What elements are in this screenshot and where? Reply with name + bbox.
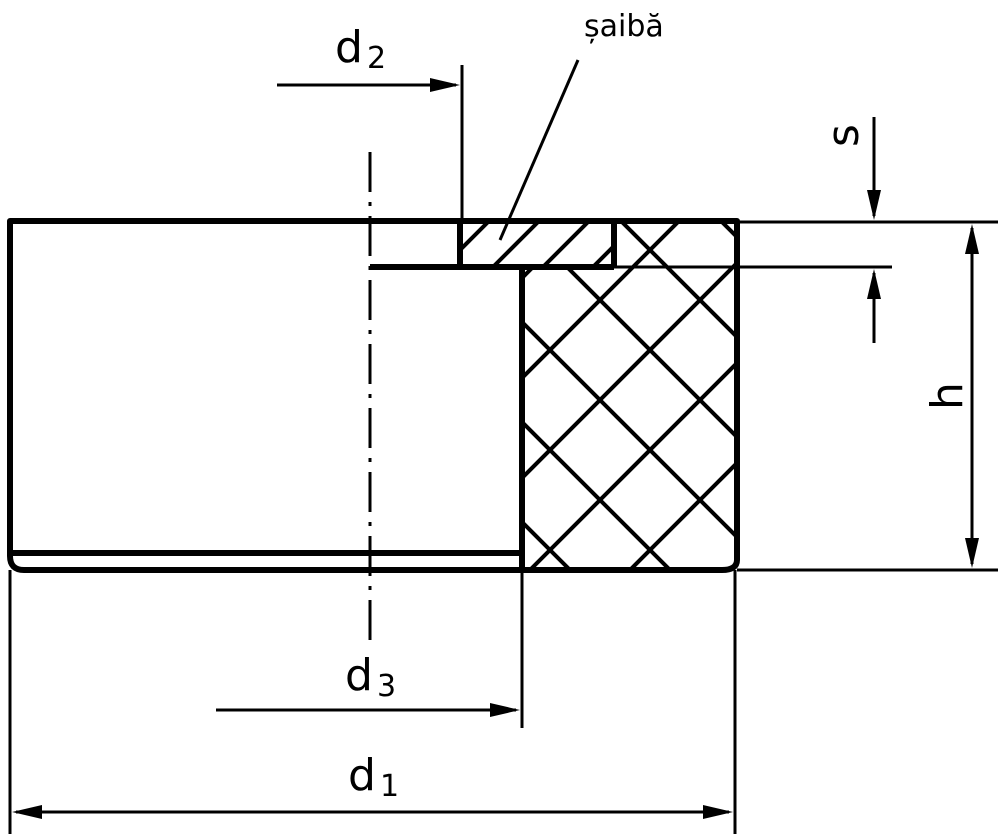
hatch-line — [589, 243, 614, 268]
hatch-line — [0, 0, 900, 800]
hatch-line — [527, 362, 735, 570]
arrowheads — [12, 78, 979, 819]
hatch-line — [100, 0, 1000, 800]
hatch-line — [0, 0, 400, 800]
hatch-line — [489, 224, 539, 268]
hatch-line — [0, 0, 600, 800]
hatch-line — [665, 268, 735, 338]
hatch-line — [0, 0, 800, 800]
hatch-line — [0, 0, 900, 800]
hatch-line — [0, 0, 400, 800]
hatch-line — [523, 268, 635, 380]
label-h: h — [922, 382, 973, 410]
hatch-line — [0, 0, 300, 800]
hatch-line — [0, 0, 100, 800]
hatch-line — [0, 0, 100, 800]
hatch-line — [523, 268, 735, 480]
hatch-line — [721, 224, 735, 238]
hatch-line — [0, 0, 1000, 800]
hatch-line — [0, 0, 200, 800]
hatch-line — [0, 0, 500, 800]
hatch-line — [0, 0, 500, 800]
hatch-line — [0, 0, 400, 800]
hatch-line — [0, 0, 800, 800]
hatch-line — [0, 0, 1000, 800]
hatch-line — [0, 0, 500, 800]
hatch-line — [539, 224, 589, 268]
hatch-line — [523, 268, 535, 280]
hatch-line — [0, 0, 1000, 800]
hatch-line — [629, 224, 679, 268]
hatch-line — [0, 0, 100, 800]
hatch-line — [0, 0, 300, 800]
label-s: s — [818, 124, 869, 147]
hatch-line — [0, 0, 200, 800]
hatch-line — [0, 0, 800, 800]
hatch-line — [0, 0, 900, 800]
hatch-line — [523, 420, 673, 570]
hatch-line — [0, 0, 200, 800]
hatch-line — [523, 320, 735, 538]
hatch-line — [0, 0, 500, 800]
hatch-line — [0, 0, 600, 800]
hatch-line — [300, 0, 1000, 800]
hatch-line — [300, 0, 1000, 800]
hatch-line — [0, 0, 100, 800]
hatch-line — [621, 224, 671, 268]
hatch-line — [0, 0, 600, 800]
hatch-line — [0, 0, 300, 800]
part-outline — [7, 218, 740, 573]
washer-hatch — [462, 224, 614, 268]
hatch-line — [565, 268, 735, 438]
hatch-line — [0, 0, 300, 800]
label-washer: șaibă — [584, 9, 664, 44]
dimension-lines — [8, 59, 998, 834]
hatch-line — [0, 0, 400, 800]
hatch-line — [523, 520, 573, 570]
hatch-line — [0, 0, 200, 800]
hatch-line — [0, 0, 1000, 800]
hatch-line — [0, 0, 1000, 800]
hatch-line — [0, 0, 1000, 800]
cross-hatch-body — [0, 0, 1000, 800]
hatch-line — [0, 0, 1000, 800]
hatch-line — [300, 0, 1000, 800]
hatch-line — [0, 0, 600, 800]
